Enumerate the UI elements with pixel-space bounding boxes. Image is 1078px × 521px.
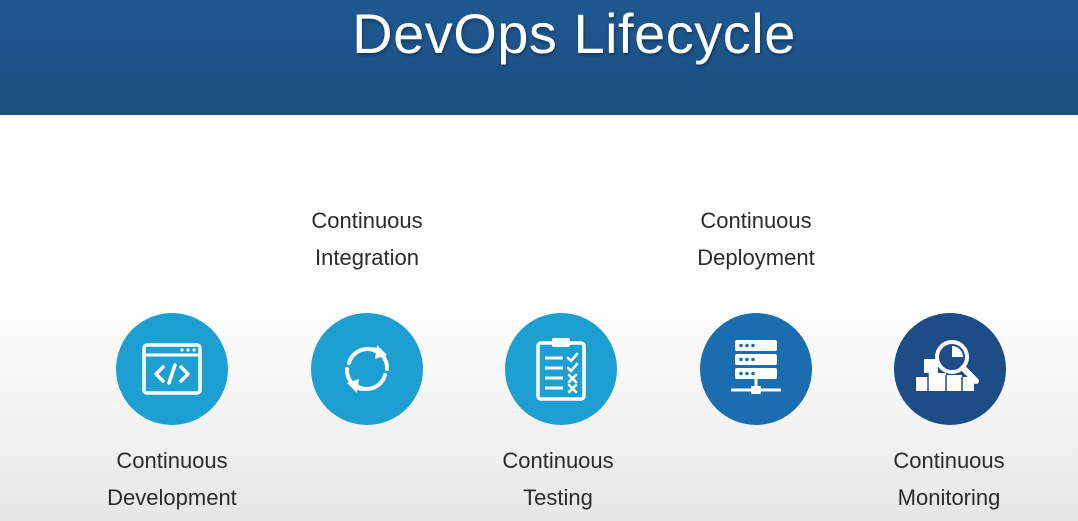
stage-label-line2: Monitoring xyxy=(897,485,1001,510)
server-network-icon xyxy=(731,340,781,394)
stage-label-line2: Deployment xyxy=(697,245,815,270)
code-window-icon xyxy=(142,343,202,395)
stage-label-line1: Continuous xyxy=(700,208,812,233)
stage-label-line1: Continuous xyxy=(311,208,423,233)
stage-label-line1: Continuous xyxy=(893,448,1005,473)
stage-label-monitoring: Continuous Monitoring xyxy=(849,442,1049,516)
magnifier-boxes-icon xyxy=(916,340,979,391)
refresh-cycle-icon xyxy=(345,345,389,393)
deployment-circle xyxy=(700,313,812,425)
stage-label-line1: Continuous xyxy=(116,448,228,473)
checklist-clipboard-icon xyxy=(536,338,586,401)
stage-label-deployment: Continuous Deployment xyxy=(656,202,856,276)
stage-label-line1: Continuous xyxy=(502,448,614,473)
stage-label-testing: Continuous Testing xyxy=(458,442,658,516)
monitoring-circle xyxy=(894,313,1006,425)
stage-label-line2: Development xyxy=(107,485,237,510)
stage-label-line2: Integration xyxy=(315,245,419,270)
integration-circle xyxy=(311,313,423,425)
development-circle xyxy=(116,313,228,425)
testing-circle xyxy=(505,313,617,425)
title-banner: DevOps Lifecycle xyxy=(0,0,1078,115)
stage-label-line2: Testing xyxy=(523,485,593,510)
stage-label-integration: Continuous Integration xyxy=(267,202,467,276)
stage-label-development: Continuous Development xyxy=(72,442,272,516)
page-title: DevOps Lifecycle xyxy=(352,2,796,65)
